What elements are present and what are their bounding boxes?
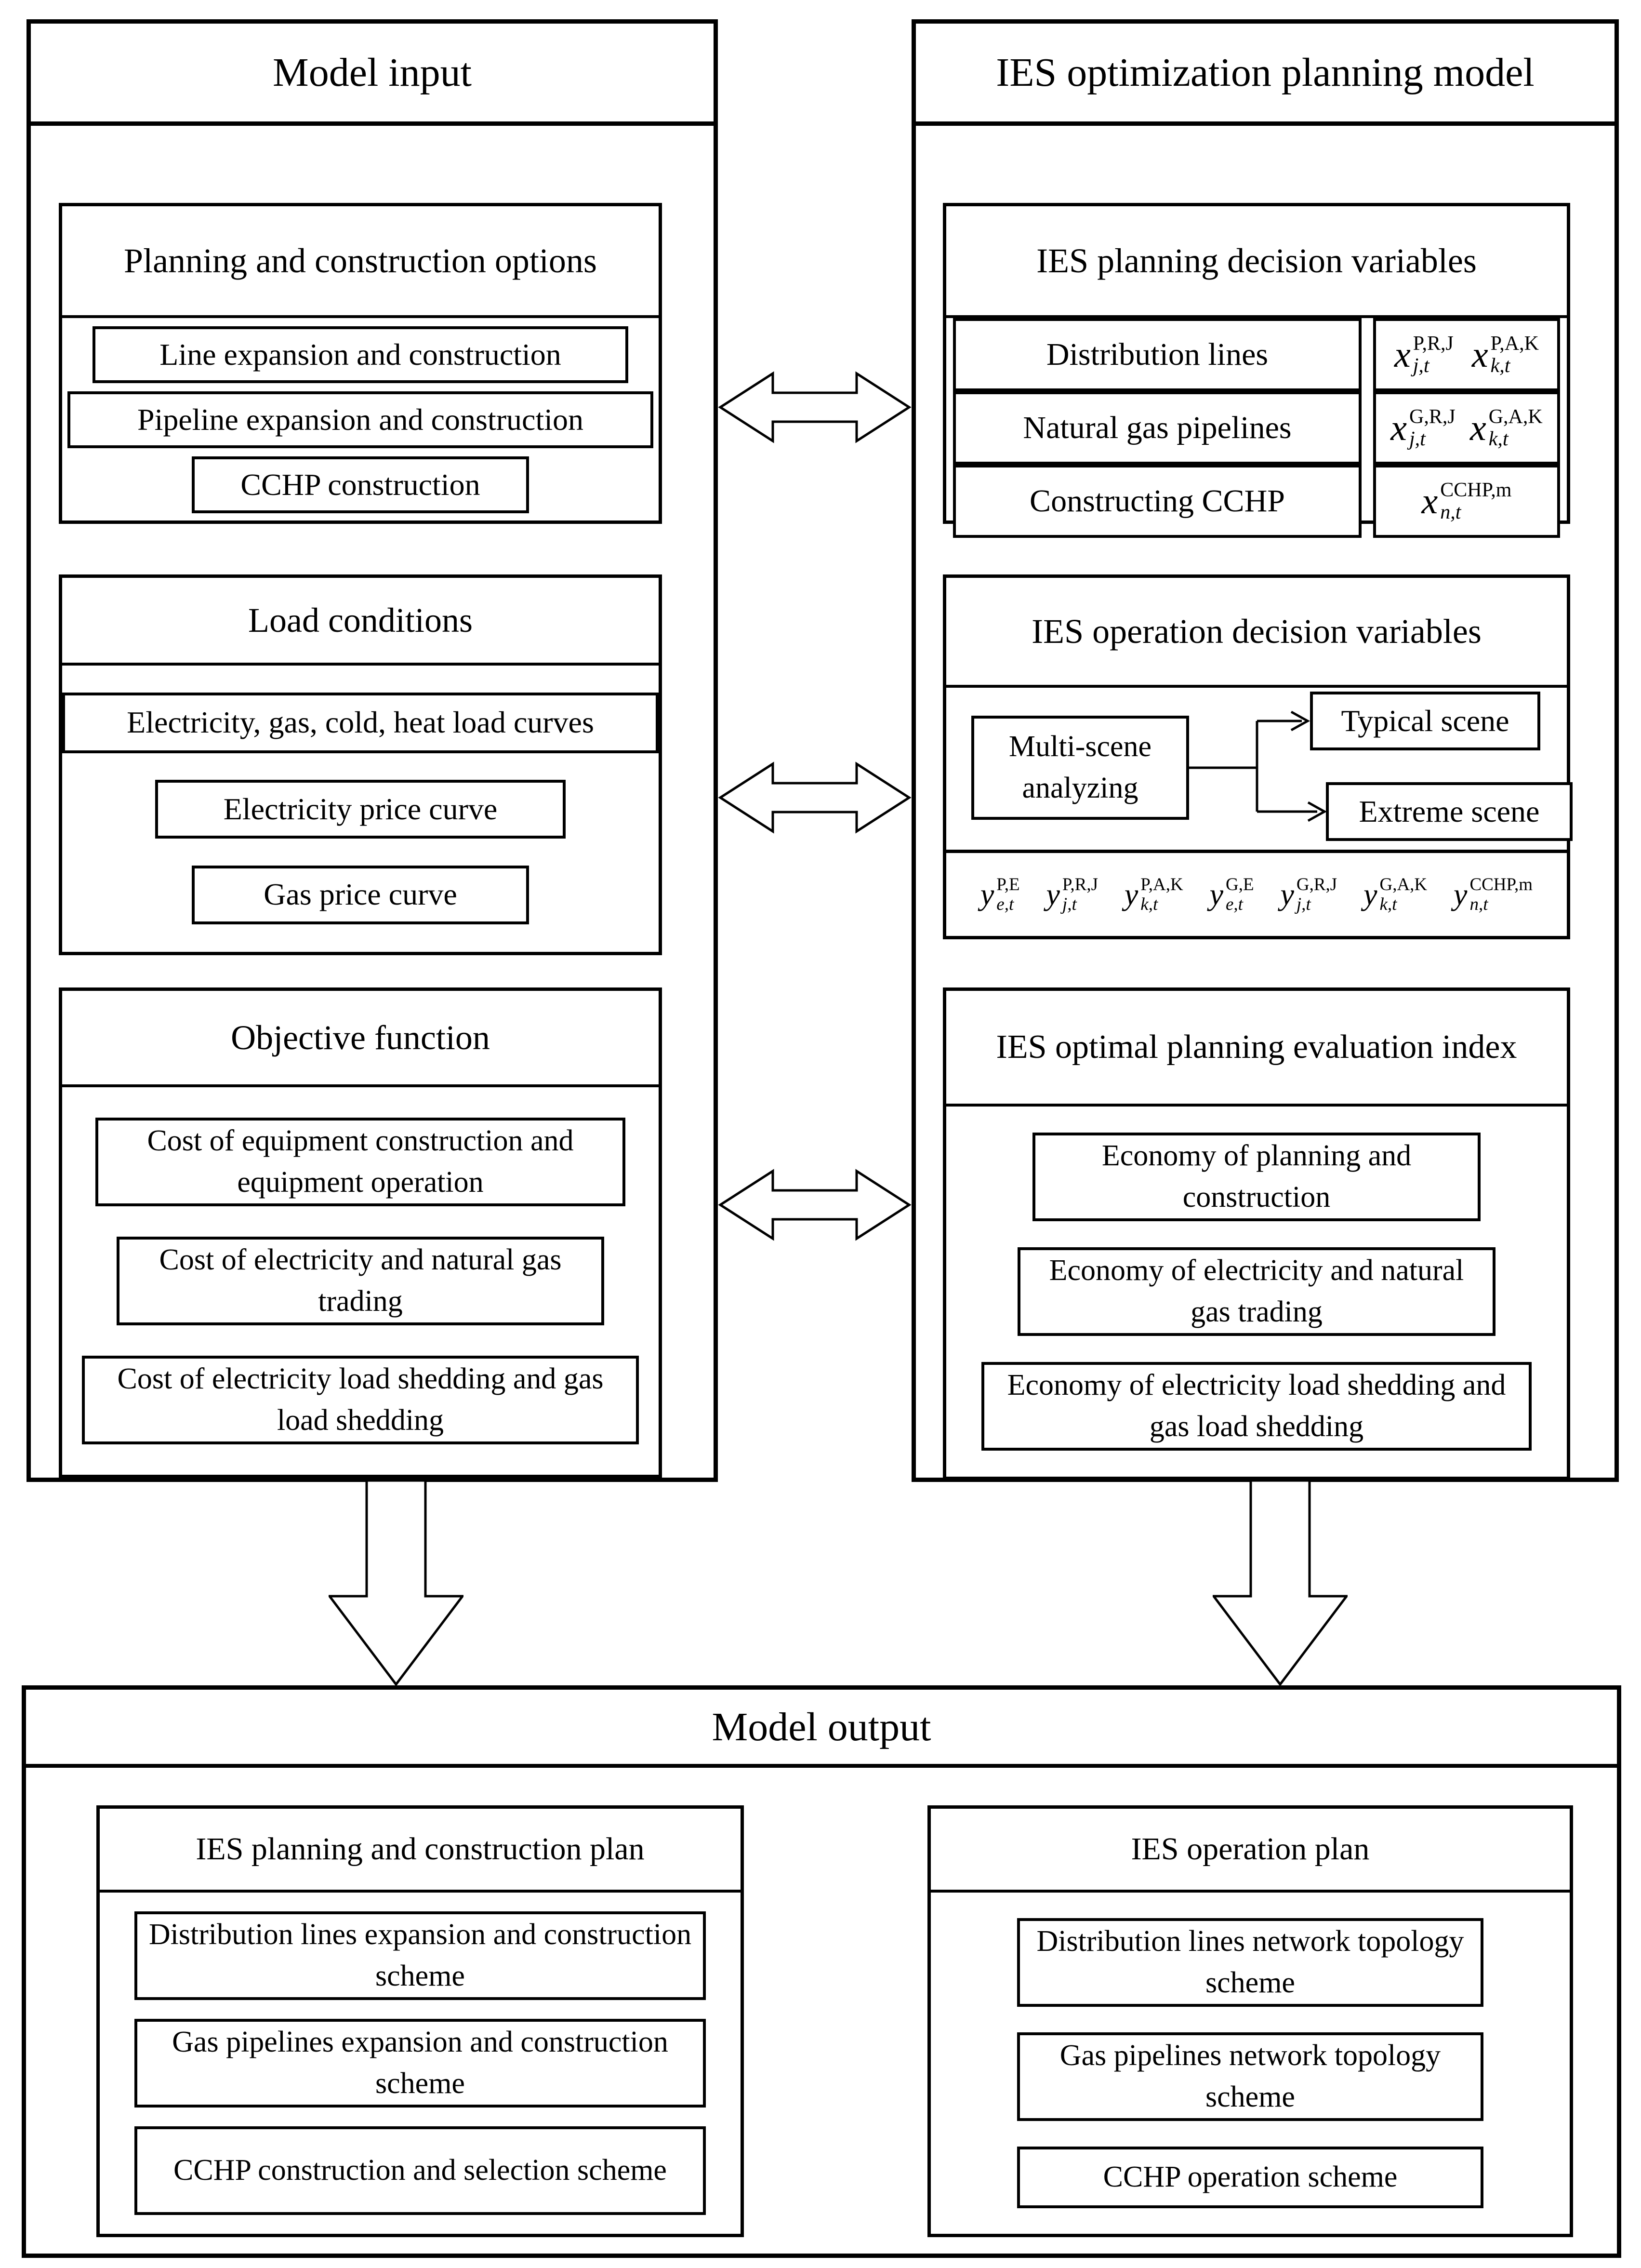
operation-plan-section: IES operation plan Distribution lines ne…: [927, 1805, 1573, 2237]
plan-item: Gas pipelines expansion and construction…: [134, 2019, 706, 2108]
variable-label: Natural gas pipelines: [953, 391, 1362, 465]
model-input-title: Model input: [31, 24, 714, 126]
economy-item: Economy of electricity and natural gas t…: [1018, 1247, 1495, 1336]
planning-variables-heading: IES planning decision variables: [946, 206, 1567, 318]
down-arrow-icon: [329, 1481, 463, 1686]
load-conditions-section: Load conditions Electricity, gas, cold, …: [59, 574, 662, 955]
objective-function-heading: Objective function: [62, 991, 659, 1087]
model-output-title: Model output: [26, 1690, 1617, 1768]
planning-model-title: IES optimization planning model: [916, 24, 1615, 126]
cost-item: Cost of equipment construction and equip…: [95, 1118, 625, 1206]
cost-item: Cost of electricity and natural gas trad…: [117, 1237, 604, 1325]
branch-connector-lines: [1189, 710, 1327, 822]
option-item: Line expansion and construction: [93, 326, 628, 383]
bidirectional-arrow-icon: [718, 761, 912, 834]
planning-variables-section: IES planning decision variables Distribu…: [943, 203, 1570, 538]
operation-variables-section: IES operation decision variables Multi-s…: [943, 574, 1573, 939]
arrowhead-icon: [1307, 801, 1327, 822]
load-item: Electricity price curve: [155, 780, 566, 839]
variable-label: Constructing CCHP: [953, 465, 1362, 538]
evaluation-index-heading: IES optimal planning evaluation index: [946, 991, 1567, 1107]
economy-item: Economy of planning and construction: [1032, 1133, 1481, 1221]
cost-item: Cost of electricity load shedding and ga…: [82, 1356, 639, 1444]
model-output-panel: Model output IES planning and constructi…: [22, 1685, 1621, 2258]
evaluation-index-section: IES optimal planning evaluation index Ec…: [943, 987, 1570, 1480]
model-input-panel: Model input Planning and construction op…: [26, 19, 718, 1482]
multi-scene-diagram: Multi-scene analyzing Typical scene Extr…: [946, 688, 1573, 846]
load-conditions-heading: Load conditions: [62, 578, 659, 666]
bidirectional-arrow-icon: [718, 371, 912, 443]
plan-item: Gas pipelines network topology scheme: [1017, 2032, 1483, 2121]
option-item: Pipeline expansion and construction: [67, 391, 653, 448]
operation-variables-heading: IES operation decision variables: [946, 578, 1567, 688]
plan-item: CCHP operation scheme: [1017, 2147, 1483, 2208]
option-item: CCHP construction: [192, 456, 529, 513]
objective-function-section: Objective function Cost of equipment con…: [59, 987, 662, 1478]
planning-options-heading: Planning and construction options: [62, 206, 659, 318]
plan-item: Distribution lines network topology sche…: [1017, 1918, 1483, 2007]
construction-plan-heading: IES planning and construction plan: [100, 1809, 741, 1893]
typical-scene-box: Typical scene: [1310, 692, 1540, 750]
plan-item: Distribution lines expansion and constru…: [134, 1911, 706, 2000]
multi-scene-analyzing-box: Multi-scene analyzing: [971, 716, 1189, 820]
operation-plan-heading: IES operation plan: [931, 1809, 1570, 1893]
construction-plan-section: IES planning and construction plan Distr…: [96, 1805, 744, 2237]
bidirectional-arrow-icon: [718, 1169, 912, 1241]
planning-model-panel: IES optimization planning model IES plan…: [912, 19, 1619, 1482]
down-arrow-icon: [1213, 1481, 1348, 1686]
variable-label: Distribution lines: [953, 318, 1362, 391]
load-item: Gas price curve: [192, 865, 529, 924]
load-item: Electricity, gas, cold, heat load curves: [62, 692, 659, 753]
arrowhead-icon: [1290, 710, 1310, 732]
plan-item: CCHP construction and selection scheme: [134, 2126, 706, 2215]
planning-options-section: Planning and construction options Line e…: [59, 203, 662, 524]
economy-item: Economy of electricity load shedding and…: [981, 1362, 1532, 1451]
extreme-scene-box: Extreme scene: [1326, 782, 1573, 841]
